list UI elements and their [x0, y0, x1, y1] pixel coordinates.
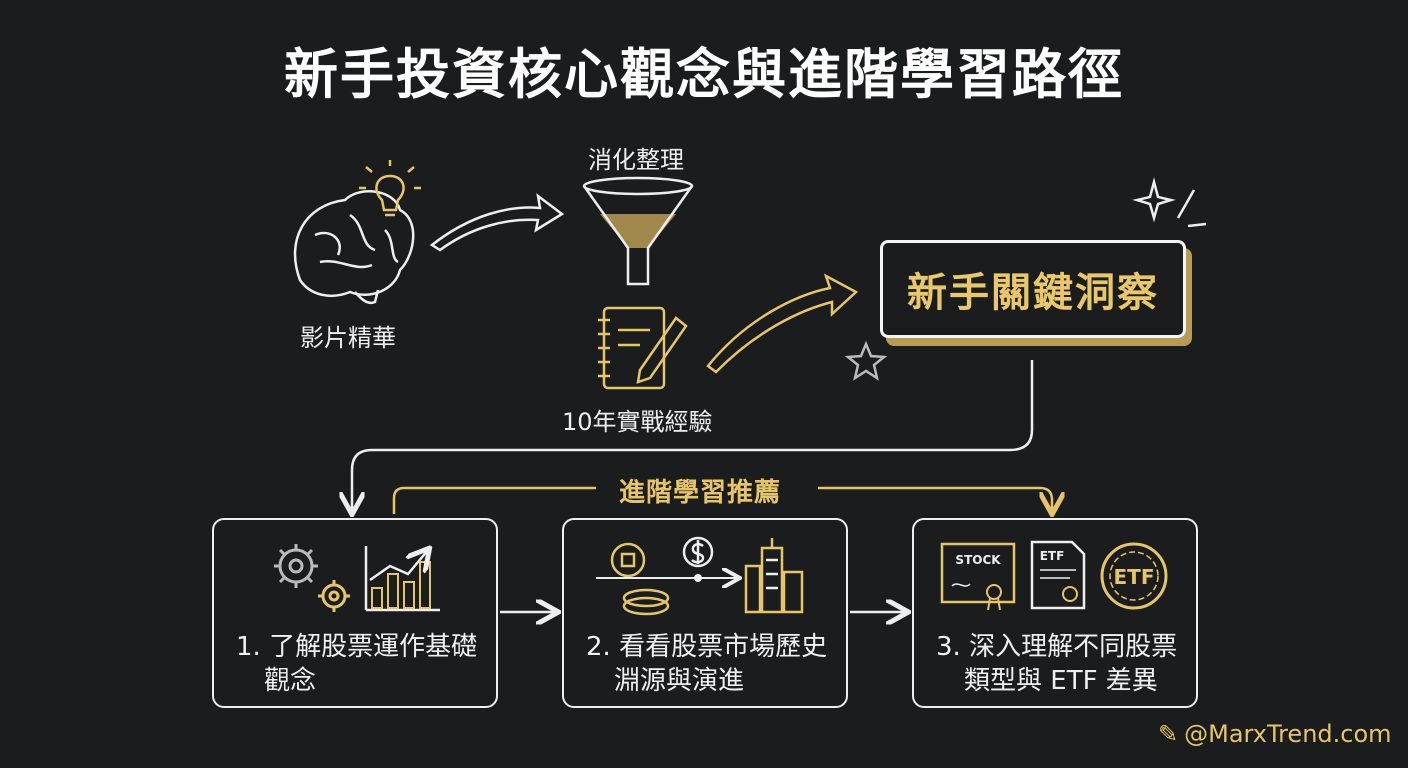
pencil-icon: ✎: [1158, 720, 1179, 748]
step-box-1: 1. 了解股票運作基礎 觀念: [212, 518, 498, 708]
page-title: 新手投資核心觀念與進階學習路徑: [284, 43, 1124, 106]
etf-document-icon: ETF: [1030, 540, 1086, 610]
step-1-line-1: 1. 了解股票運作基礎: [236, 632, 478, 662]
stock-certificate-icon: STOCK: [940, 542, 1016, 611]
advanced-learning-label: 進階學習推薦: [618, 478, 781, 508]
step-3-line-1: 3. 深入理解不同股票: [936, 632, 1178, 662]
step-1-line-2: 觀念: [264, 666, 317, 696]
insight-label: 新手關鍵洞察: [907, 270, 1159, 316]
sparkle-icon: [1132, 177, 1207, 228]
step-2-line-2: 淵源與演進: [614, 666, 745, 696]
funnel-icon: [582, 176, 694, 286]
experience-label: 10年實戰經驗: [562, 408, 713, 436]
arrow-to-funnel: [429, 193, 565, 252]
advanced-bracket-right: [818, 486, 1052, 512]
step-box-3: 3. 深入理解不同股票 類型與 ETF 差異: [912, 518, 1198, 708]
dollar-coin-icon: [682, 536, 714, 568]
growth-chart-icon: [364, 546, 440, 612]
footer-handle: @MarxTrend.com: [1184, 720, 1392, 748]
svg-text:STOCK: STOCK: [955, 553, 1001, 567]
arrow-to-insight: [706, 273, 859, 374]
notebook-icon: [598, 306, 688, 390]
gear-small-icon: [318, 580, 350, 612]
building-icon: [744, 538, 804, 614]
advanced-bracket-left: [392, 486, 596, 514]
etf-coin-icon: ETF: [1100, 542, 1168, 610]
star-icon: [844, 340, 888, 381]
step-box-2: 2. 看看股票市場歷史 淵源與演進: [562, 518, 848, 708]
footer-credit: ✎@MarxTrend.com: [1158, 720, 1392, 748]
step-3-line-2: 類型與 ETF 差異: [964, 666, 1158, 696]
ancient-coin-icon: [610, 542, 670, 616]
video-summary-label: 影片精華: [300, 324, 396, 352]
svg-text:ETF: ETF: [1114, 565, 1155, 589]
svg-text:ETF: ETF: [1040, 549, 1065, 563]
digest-label: 消化整理: [588, 146, 684, 174]
timeline-icon: [596, 574, 738, 582]
connector-insight-to-steps: [352, 360, 1034, 512]
lightbulb-icon: [359, 160, 421, 217]
gear-icon: [274, 544, 318, 588]
step-2-line-1: 2. 看看股票市場歷史: [586, 632, 828, 662]
brain-icon: [293, 190, 415, 305]
insight-box: 新手關鍵洞察: [880, 240, 1186, 338]
